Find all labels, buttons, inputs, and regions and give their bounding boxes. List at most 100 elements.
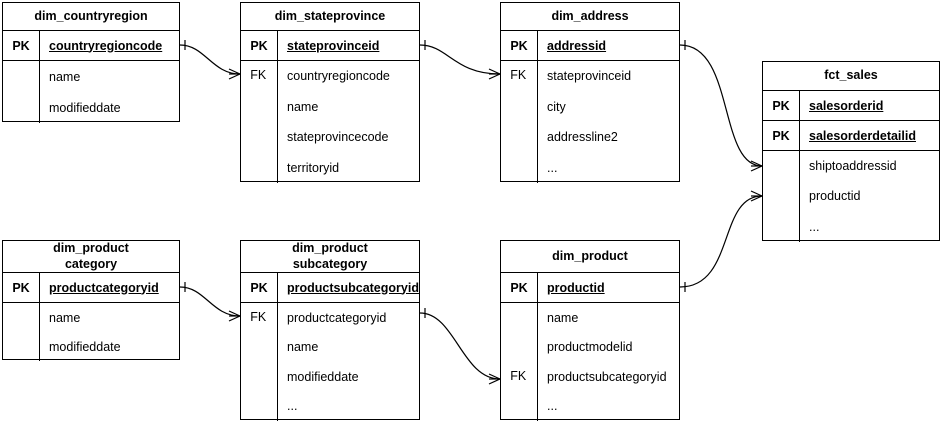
attribute-name: countryregioncode — [287, 69, 390, 84]
cardinality-many-marker — [750, 165, 763, 172]
attribute-name: name — [287, 340, 319, 355]
attribute-group: FK name productmodelid productsubcategoryid… — [501, 303, 679, 421]
attribute-name: stateprovincecode — [287, 130, 389, 145]
relationship-subcategory-to-product — [419, 312, 501, 380]
attribute-name: modifieddate — [49, 100, 121, 115]
key-badge-pk: PK — [501, 273, 538, 302]
cardinality-many-marker — [488, 378, 501, 385]
attribute-name: productsubcategoryid — [547, 369, 667, 384]
attribute-group: FK productcategoryid name modifieddate... — [241, 303, 419, 421]
key-badge-pk: PK — [241, 273, 278, 302]
attribute-column: name productmodelid productsubcategoryid..… — [538, 303, 679, 421]
attribute-name: ... — [547, 399, 558, 414]
key-badge-pk: PK — [501, 31, 538, 60]
cardinality-many-marker — [488, 373, 501, 380]
attribute-name: name — [49, 310, 81, 325]
attribute-name: countryregioncode — [49, 38, 163, 53]
attribute-name: city — [547, 99, 566, 114]
key-badge-pk: PK — [3, 31, 40, 60]
key-column: FK — [501, 303, 538, 421]
attribute-name: salesorderid — [809, 98, 884, 113]
key-column: FK — [501, 61, 538, 183]
primary-key-row[interactable]: PK stateprovinceid — [241, 31, 419, 61]
attribute-name: productcategoryid — [49, 280, 159, 295]
primary-key-row[interactable]: PK addressid — [501, 31, 679, 61]
entity-rows: PK productcategoryid name modifieddate — [3, 273, 179, 361]
attribute-name: ... — [547, 160, 558, 175]
attribute-name: modifieddate — [287, 369, 359, 384]
relationship-stateprovince-to-address — [419, 44, 501, 75]
cardinality-many-marker — [228, 315, 241, 322]
attribute-name: productid — [809, 189, 861, 204]
key-column: FK — [241, 303, 278, 421]
attribute-column: stateprovinceid city addressline2... — [538, 61, 679, 183]
cardinality-many-marker — [750, 190, 763, 197]
attribute-name: productmodelid — [547, 340, 633, 355]
attribute-name: name — [49, 69, 81, 84]
attribute-name: name — [547, 310, 579, 325]
entity-title: dim_address — [501, 3, 679, 31]
cardinality-many-marker — [750, 160, 763, 167]
attribute-group: FK stateprovinceid city addressline2... — [501, 61, 679, 183]
cardinality-many-marker — [488, 68, 501, 75]
key-column — [763, 151, 800, 242]
attribute-column: name modifieddate — [40, 303, 179, 361]
entity-title: dim_countryregion — [3, 3, 179, 31]
attribute-name: productcategoryid — [287, 310, 387, 325]
attribute-name: ... — [287, 399, 298, 414]
primary-key-row[interactable]: PK productid — [501, 273, 679, 303]
primary-key-row[interactable]: PK countryregioncode — [3, 31, 179, 61]
attribute-name: salesorderdetailid — [809, 128, 916, 143]
relationship-product-to-fctsales — [679, 195, 763, 288]
entity-title: dim_product category — [3, 241, 179, 273]
attribute-group: FK countryregioncode name stateprovincecode… — [241, 61, 419, 183]
key-badge-fk: FK — [250, 68, 267, 83]
key-badge-pk: PK — [3, 273, 40, 302]
key-badge-fk: FK — [510, 68, 527, 83]
entity-title: dim_stateprovince — [241, 3, 419, 31]
key-badge-pk: PK — [763, 121, 800, 150]
cardinality-many-marker — [750, 195, 763, 202]
key-badge-pk: PK — [241, 31, 278, 60]
attribute-name: stateprovinceid — [547, 69, 632, 84]
attribute-group: name modifieddate — [3, 61, 179, 123]
attribute-name: territoryid — [287, 160, 340, 175]
attribute-column: name modifieddate — [40, 61, 179, 123]
primary-key-row[interactable]: PK salesorderdetailid — [763, 121, 939, 151]
attribute-name: modifieddate — [49, 339, 121, 354]
attribute-name: addressid — [547, 38, 607, 53]
key-column — [3, 61, 40, 123]
primary-key-row[interactable]: PK productsubcategoryid — [241, 273, 419, 303]
attribute-name: stateprovinceid — [287, 38, 380, 53]
cardinality-many-marker — [228, 68, 241, 75]
attribute-name: name — [287, 99, 319, 114]
key-column — [3, 303, 40, 361]
key-badge-fk: FK — [510, 368, 527, 383]
relationship-address-to-fctsales — [679, 44, 763, 167]
attribute-name: addressline2 — [547, 130, 618, 145]
entity-title: dim_product subcategory — [241, 241, 419, 273]
attribute-name: productsubcategoryid — [287, 280, 419, 295]
attribute-column: productcategoryid name modifieddate... — [278, 303, 419, 421]
attribute-group: name modifieddate — [3, 303, 179, 361]
entity-title: fct_sales — [763, 62, 939, 91]
attribute-name: productid — [547, 280, 605, 295]
attribute-name: shiptoaddressid — [809, 159, 897, 174]
key-column: FK — [241, 61, 278, 183]
primary-key-row[interactable]: PK productcategoryid — [3, 273, 179, 303]
